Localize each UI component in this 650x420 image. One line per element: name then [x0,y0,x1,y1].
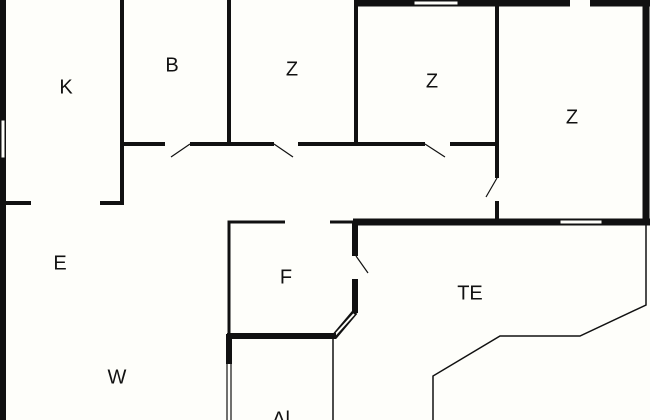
room-label-z2: Z [425,70,439,93]
door-swings [170,143,498,274]
room-label-te: TE [457,282,483,305]
window-left [0,119,6,159]
room-label-f: F [279,266,293,289]
room-label-w: W [107,366,127,389]
window-top [413,0,459,6]
terrace-outline [432,222,647,420]
room-label-b: B [165,54,179,77]
room-label-e: E [53,252,67,275]
window-diagonal [334,313,355,336]
room-label-al: Al [272,408,290,420]
room-label-k: K [59,76,73,99]
room-label-z1: Z [285,58,299,81]
window-te [559,219,603,225]
gap-top [570,0,590,7]
room-label-z3: Z [565,106,579,129]
